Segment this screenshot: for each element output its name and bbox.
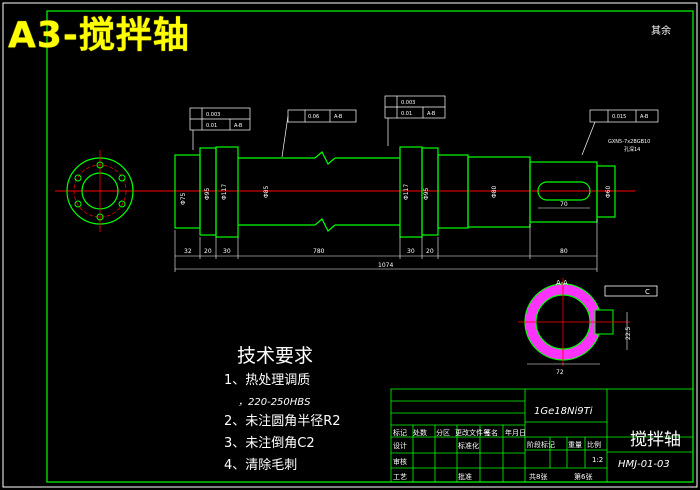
dim-30b: 30 [407, 248, 415, 255]
dimension-lines [174, 207, 598, 272]
tol4-ref: A-B [640, 114, 649, 120]
tech-item-4: 4、清除毛刺 [224, 458, 298, 473]
dia-left-end: Φ75 [180, 192, 187, 205]
title-block-row-label-2: 分区 [436, 429, 450, 437]
tech-item-2: 2、未注圆角半径R2 [224, 414, 341, 429]
title-block-stage-mark: 阶段标记 [527, 441, 555, 449]
title-block-standardize: 标准化 [458, 442, 479, 450]
title-block-sheet-no: 第6张 [574, 473, 593, 481]
diameter-labels: Φ75 Φ95 Φ117 Φ85 Φ117 Φ95 Φ80 Φ60 [180, 184, 612, 205]
dia-right-bearing: Φ95 [423, 187, 430, 200]
drawing-title: A3-搅拌轴 [8, 15, 190, 56]
shaft-profile [174, 146, 616, 238]
title-block-part-name: 搅拌轴 [630, 430, 681, 450]
title-block-check: 审核 [393, 458, 407, 466]
dia-right-shaft: Φ80 [491, 185, 498, 198]
title-block-material: 1Ge18Ni9Ti [534, 406, 593, 417]
dia-right-collar: Φ117 [403, 184, 410, 200]
tech-requirements-heading: 技术要求 [237, 345, 314, 367]
title-block-design: 设计 [393, 442, 407, 450]
tol4: 0.015 [612, 114, 626, 120]
title-block-sheet-total: 共8张 [529, 473, 548, 481]
section-label: A-A [556, 279, 568, 287]
title-block-drawing-no: HMJ-01-03 [618, 459, 670, 470]
dimension-texts: 32 20 30 780 30 20 1074 80 70 [184, 201, 568, 269]
title-block [390, 388, 694, 483]
title-block-weight: 重量 [568, 441, 582, 449]
dim-32: 32 [184, 248, 192, 255]
title-block-row-label-5: 年月日 [505, 429, 526, 437]
dim-30a: 30 [223, 248, 231, 255]
title-block-process: 工艺 [393, 473, 407, 481]
dia-left-collar: Φ117 [221, 184, 228, 200]
tol1-a: 0.003 [206, 112, 220, 118]
dim-1074: 1074 [378, 262, 393, 269]
inner-frame [46, 10, 694, 483]
surface-note-2: 孔深14 [624, 146, 640, 153]
title-block-row-label-3: 更改文件号 [455, 429, 490, 437]
tol2: 0.06 [308, 114, 319, 120]
flange-end-view [66, 150, 134, 232]
tol3-ref: A-B [427, 111, 436, 117]
tech-item-1-detail: ，220-250HBS [238, 397, 311, 408]
title-block-scale: 1:2 [592, 456, 604, 464]
section-a-a: A-A C 72 22.5 [518, 278, 658, 376]
title-block-row-label-1: 处数 [413, 429, 427, 437]
section-tol-ref: C [645, 288, 650, 296]
dim-key-depth: 22.5 [625, 326, 632, 340]
tolerance-frames [189, 95, 659, 158]
title-block-row-label-0: 标记 [393, 429, 407, 437]
title-block-row-label-4: 签名 [484, 429, 498, 437]
title-block-approve: 批准 [458, 473, 472, 481]
tol3-b: 0.01 [401, 111, 412, 117]
tol3-a: 0.003 [401, 100, 415, 106]
dia-right-end: Φ60 [605, 185, 612, 198]
dim-key-width: 72 [556, 369, 564, 376]
tech-item-1: 1、热处理调质 [224, 373, 311, 388]
tol2-ref: A-B [334, 114, 343, 120]
corner-note: 其余 [651, 26, 671, 37]
tech-item-3: 3、未注倒角C2 [224, 436, 315, 451]
dim-80: 80 [560, 248, 568, 255]
dim-70: 70 [560, 201, 568, 208]
dim-780: 780 [313, 248, 325, 255]
dia-main: Φ85 [263, 185, 270, 198]
dim-20a: 20 [204, 248, 212, 255]
tol1-ref: A-B [234, 123, 243, 129]
dia-left-bearing: Φ95 [204, 187, 211, 200]
surface-note: GXN5-7x2BGB10 [608, 139, 650, 145]
tolerance-texts: 0.003 0.01 A-B 0.06 A-B 0.003 0.01 A-B 0… [206, 100, 650, 153]
dim-20b: 20 [426, 248, 434, 255]
title-block-ratio: 比例 [587, 441, 601, 449]
tol1-b: 0.01 [206, 123, 217, 129]
